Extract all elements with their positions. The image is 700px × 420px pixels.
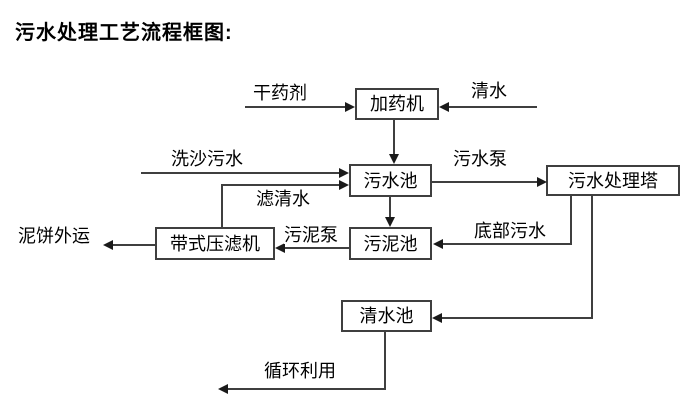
connector-dosing-to-sewage-pool (393, 120, 395, 156)
connector-sludge-pump (285, 247, 349, 249)
label-bottom-sewage: 底部污水 (474, 221, 546, 241)
connector-sewage-pool-to-sludge-pool (389, 197, 391, 219)
connector-recycle-vertical (384, 332, 386, 390)
connector-recycle-horizontal (228, 388, 386, 390)
arrowhead-mud-cake-out (103, 240, 113, 250)
arrowhead-bottom-sewage-into-sludge-pool (433, 239, 443, 249)
connector-dry-agent (245, 106, 345, 108)
label-mud-cake-out: 泥饼外运 (18, 226, 90, 246)
connector-sewage-pump (432, 181, 537, 183)
label-dry-agent: 干药剂 (253, 83, 307, 103)
connector-bottom-sewage-vertical (570, 196, 572, 245)
label-sand-washing-sewage: 洗沙污水 (171, 149, 243, 169)
node-treatment-tower: 污水处理塔 (546, 165, 680, 196)
label-sludge-pump: 污泥泵 (284, 225, 338, 245)
arrowhead-into-belt-filter-press (275, 243, 285, 253)
arrowhead-dry-agent-into-dosing-machine (345, 102, 355, 112)
label-filtered-water: 滤清水 (256, 189, 310, 209)
page-title: 污水处理工艺流程框图: (15, 22, 233, 44)
connector-clear-water (449, 106, 537, 108)
arrowhead-filtered-water-into-sewage-pool (339, 180, 349, 190)
node-sludge-pool-label: 污泥池 (363, 233, 418, 254)
node-treatment-tower-label: 污水处理塔 (568, 170, 658, 191)
label-sewage-pump: 污水泵 (453, 149, 507, 169)
node-clear-water-pool-label: 清水池 (359, 306, 414, 326)
arrowhead-into-clear-water-pool (432, 313, 442, 323)
node-sewage-pool: 污水池 (349, 164, 432, 197)
connector-filtered-water-vertical (221, 184, 223, 227)
connector-tower-to-clear-pool-horizontal (442, 317, 593, 319)
connector-filtered-water-horizontal (221, 184, 339, 186)
arrowhead-sand-washing-into-sewage-pool (339, 168, 349, 178)
connector-sand-washing-sewage (141, 172, 339, 174)
node-clear-water-pool: 清水池 (341, 300, 432, 332)
node-dosing-machine: 加药机 (355, 88, 439, 120)
arrowhead-into-treatment-tower (537, 177, 547, 187)
node-dosing-machine-label: 加药机 (370, 94, 424, 114)
node-sewage-pool-label: 污水池 (363, 170, 418, 191)
label-recycle: 循环利用 (264, 361, 336, 381)
connector-tower-to-clear-pool-vertical (591, 196, 593, 319)
arrowhead-into-sludge-pool-top (385, 217, 395, 227)
connector-bottom-sewage-horizontal (443, 243, 572, 245)
node-sludge-pool: 污泥池 (349, 227, 432, 260)
arrowhead-recycle-out (218, 384, 228, 394)
connector-mud-cake-out (113, 244, 155, 246)
label-clear-water: 清水 (471, 81, 507, 101)
node-belt-filter-press-label: 带式压滤机 (170, 233, 260, 254)
arrowhead-into-sewage-pool-top (389, 154, 399, 164)
arrowhead-clear-water-into-dosing-machine (439, 102, 449, 112)
node-belt-filter-press: 带式压滤机 (155, 227, 275, 260)
